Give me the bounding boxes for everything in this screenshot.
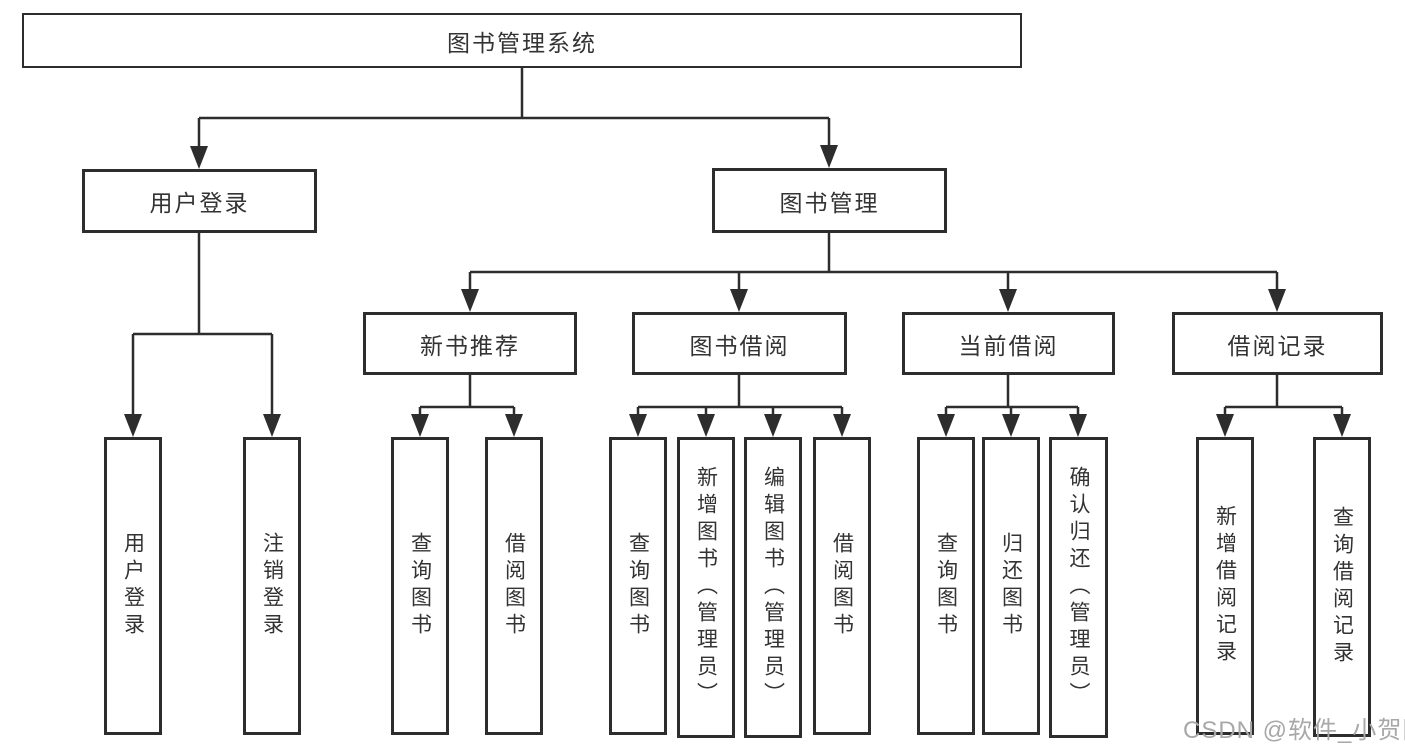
arrowhead — [1333, 414, 1351, 437]
csdn-watermark: CSDN @软件_小贺同学 — [1183, 717, 1405, 744]
leaf-query-borrow-record: 查询借阅记录 — [1313, 437, 1371, 737]
node-book-management: 图书管理 — [712, 168, 947, 233]
leaf-user-login: 用户登录 — [104, 437, 162, 735]
leaf-query-books-borrow: 查询图书 — [609, 437, 667, 735]
arrowhead — [263, 414, 281, 437]
arrowhead — [1002, 414, 1020, 437]
node-user-login: 用户登录 — [82, 169, 317, 233]
node-label: 编辑图书（管理员） — [761, 466, 785, 709]
node-label: 图书管理 — [779, 189, 880, 216]
node-label: 图书借阅 — [689, 332, 790, 359]
leaf-add-book-admin: 新增图书（管理员） — [677, 437, 735, 738]
arrowhead — [1268, 289, 1286, 312]
node-label: 用户登录 — [121, 532, 145, 640]
arrowhead — [629, 414, 647, 437]
connector-userlogin-to-leaves — [131, 233, 274, 418]
arrowhead — [999, 289, 1017, 312]
leaf-query-books-current: 查询图书 — [917, 437, 975, 735]
node-label: 确认归还（管理员） — [1067, 466, 1090, 709]
arrowhead — [461, 289, 479, 312]
leaf-add-borrow-record: 新增借阅记录 — [1196, 437, 1254, 735]
node-label: 新书推荐 — [420, 332, 520, 359]
arrowhead — [411, 414, 429, 437]
leaf-confirm-return-admin: 确认归还（管理员） — [1049, 437, 1108, 738]
node-current-borrowing: 当前借阅 — [902, 312, 1115, 375]
node-label: 新增借阅记录 — [1213, 505, 1237, 667]
connector-bookmgmt-to-level2 — [468, 233, 1279, 293]
node-label: 借阅图书 — [502, 532, 526, 640]
leaf-logout: 注销登录 — [243, 437, 301, 735]
node-label: 查询借阅记录 — [1330, 506, 1354, 668]
node-label: 注销登录 — [260, 532, 284, 640]
node-label: 图书管理系统 — [447, 29, 597, 56]
connector-borrow-to-leaves — [636, 375, 844, 418]
node-label: 新增图书（管理员） — [694, 466, 718, 709]
arrowhead — [730, 289, 748, 312]
node-label: 当前借阅 — [958, 332, 1059, 359]
node-label: 查询图书 — [934, 532, 958, 640]
node-label: 归还图书 — [999, 532, 1023, 640]
node-label: 查询图书 — [408, 532, 432, 640]
leaf-borrow-books-recommend: 借阅图书 — [485, 437, 543, 735]
connector-newbook-to-leaves — [418, 375, 516, 418]
arrowhead — [190, 146, 208, 169]
arrowhead — [124, 414, 142, 437]
arrowhead — [1216, 414, 1234, 437]
connector-root-to-level1 — [197, 68, 831, 149]
leaf-edit-book-admin: 编辑图书（管理员） — [744, 437, 802, 738]
connector-current-to-leaves — [944, 375, 1080, 418]
arrowhead — [764, 414, 782, 437]
arrowhead — [937, 414, 955, 437]
node-label: 用户登录 — [149, 190, 250, 216]
node-borrowing-records: 借阅记录 — [1172, 312, 1383, 375]
arrowhead — [697, 414, 715, 437]
node-label: 借阅记录 — [1227, 332, 1328, 359]
node-label: 借阅图书 — [830, 532, 854, 640]
node-book-borrowing: 图书借阅 — [632, 312, 847, 375]
node-label: 查询图书 — [626, 532, 650, 640]
leaf-return-book: 归还图书 — [982, 437, 1040, 735]
leaf-query-books-recommend: 查询图书 — [391, 437, 449, 735]
node-root-library-system: 图书管理系统 — [22, 13, 1022, 68]
arrowhead — [833, 414, 851, 437]
arrowhead — [1069, 414, 1087, 437]
node-new-book-recommend: 新书推荐 — [363, 312, 577, 375]
connector-record-to-leaves — [1223, 375, 1344, 418]
leaf-borrow-books: 借阅图书 — [813, 437, 871, 735]
arrowhead — [820, 145, 838, 168]
arrowhead — [505, 414, 523, 437]
